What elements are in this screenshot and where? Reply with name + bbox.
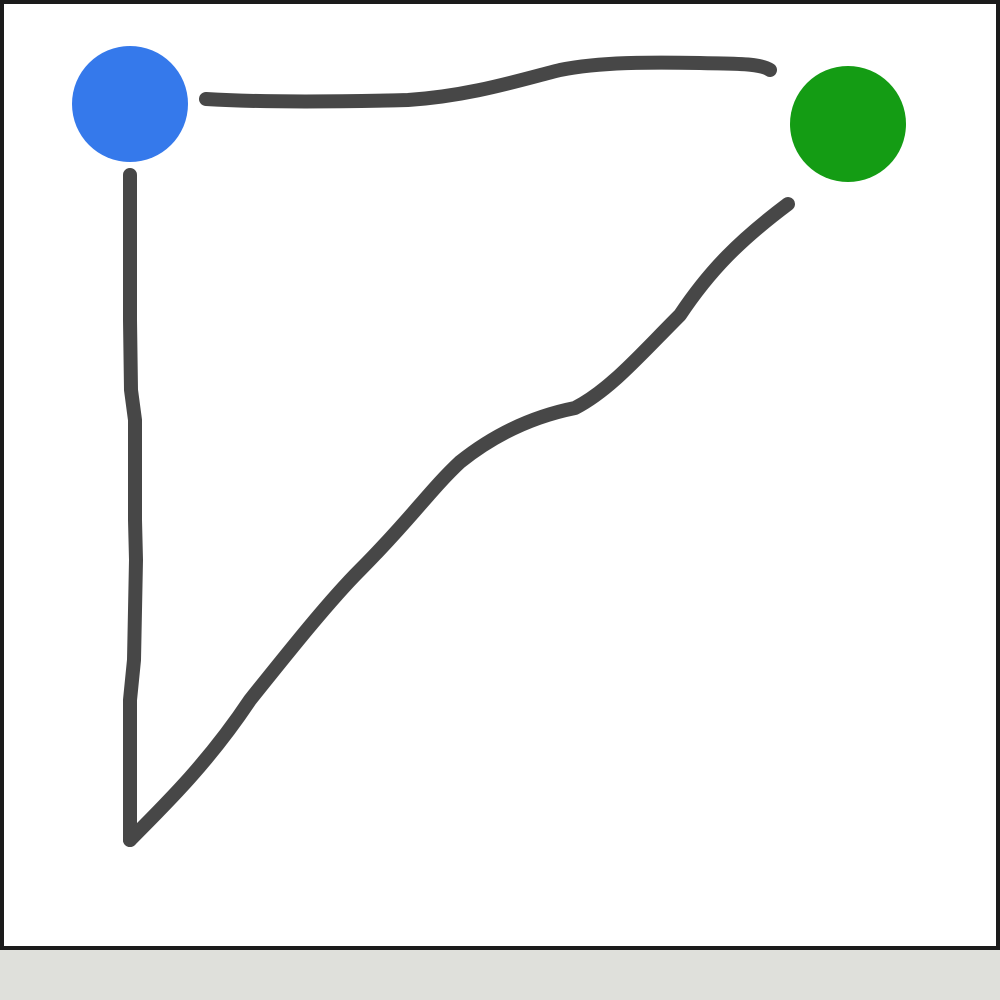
- stroke-left: [123, 168, 143, 847]
- bottom-bar: [0, 950, 1000, 1000]
- stroke-diagonal: [123, 197, 795, 847]
- green-node-icon[interactable]: [790, 66, 906, 182]
- stroke-top: [199, 55, 777, 109]
- drawing-canvas[interactable]: [0, 0, 1000, 950]
- blue-node-icon[interactable]: [72, 46, 188, 162]
- drawing-surface[interactable]: [0, 0, 1000, 950]
